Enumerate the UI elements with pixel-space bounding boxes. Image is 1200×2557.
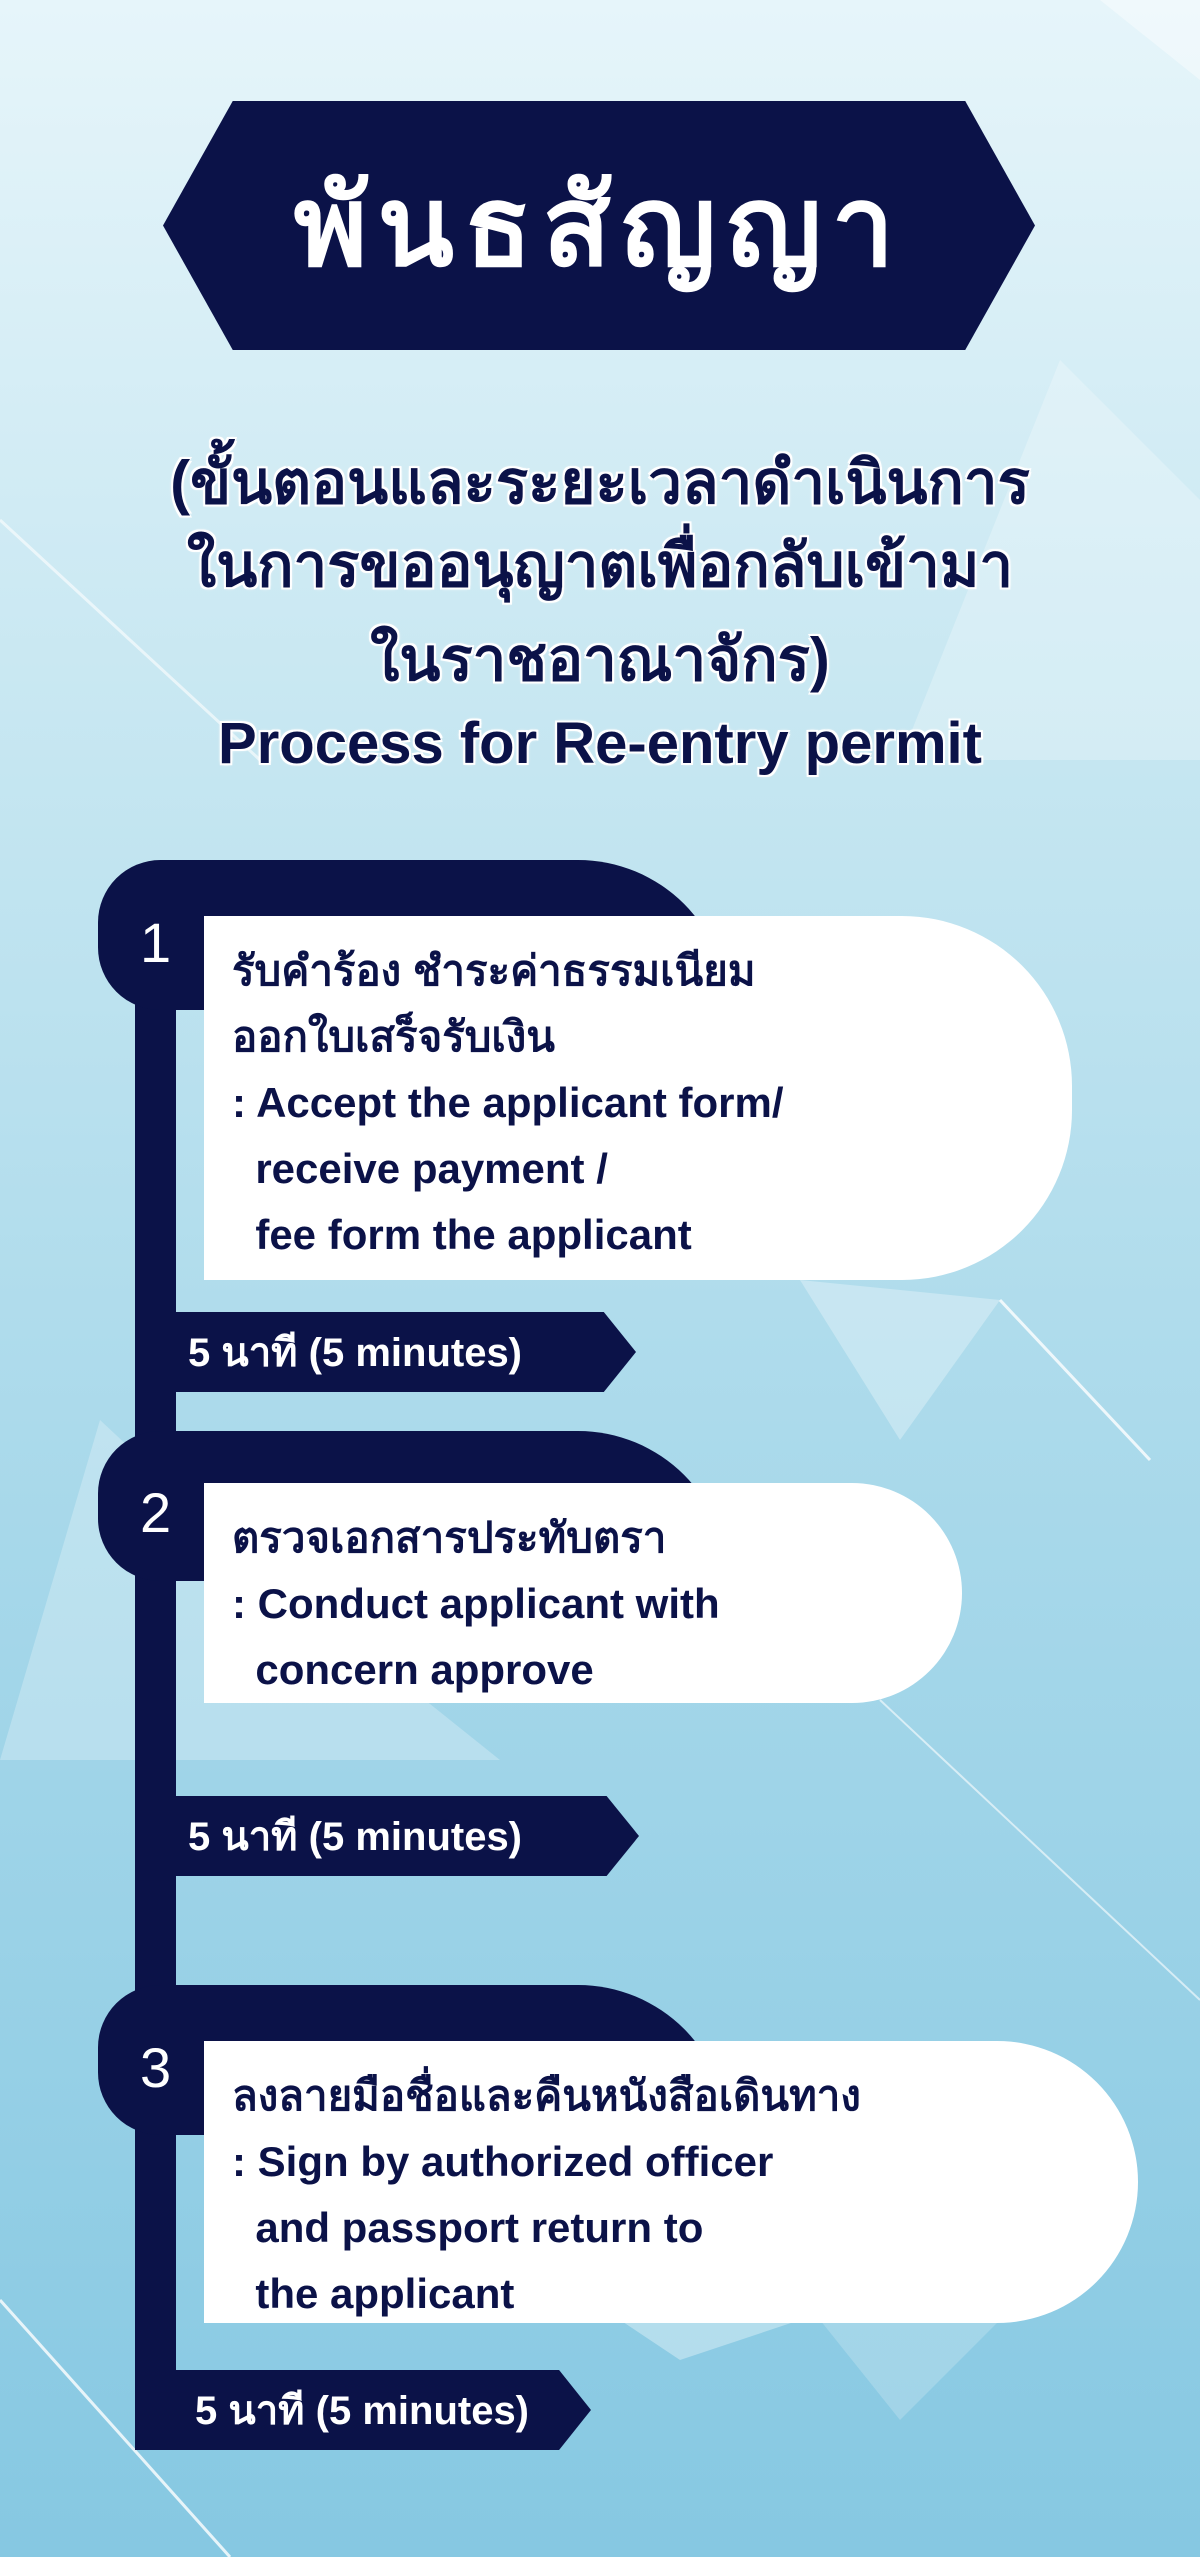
step-1-line: ออกใบเสร็จรับเงิน — [232, 1013, 555, 1060]
step-1-line: : Accept the applicant form/ — [232, 1079, 784, 1126]
title-banner: พันธสัญญา — [163, 101, 1035, 350]
subtitle-line: ในราชอาณาจักร) — [370, 626, 830, 693]
step-3-line: : Sign by authorized officer — [232, 2138, 774, 2185]
step-3-line: the applicant — [232, 2270, 515, 2317]
page-title: พันธสัญญา — [293, 163, 905, 289]
step-1-line: receive payment / — [232, 1145, 608, 1192]
subtitle-line: (ขั้นตอนและระยะเวลาดำเนินการ — [170, 449, 1030, 516]
step-2-duration: 5 นาที (5 minutes) — [176, 1796, 639, 1876]
step-3-line: ลงลายมือชื่อและคืนหนังสือเดินทาง — [232, 2072, 861, 2119]
step-3-card: ลงลายมือชื่อและคืนหนังสือเดินทาง : Sign … — [204, 2041, 1138, 2323]
timeline-bar — [135, 960, 176, 2445]
step-1-line: fee form the applicant — [232, 1211, 692, 1258]
subtitle-line: ในการขออนุญาตเพื่อกลับเข้ามา — [186, 532, 1014, 599]
step-3-number: 3 — [140, 2036, 172, 2099]
step-2-card: ตรวจเอกสารประทับตรา : Conduct applicant … — [204, 1483, 962, 1703]
step-3-duration: 5 นาที (5 minutes) — [135, 2370, 591, 2450]
step-1-card: รับคำร้อง ชำระค่าธรรมเนียม ออกใบเสร็จรับ… — [204, 916, 1072, 1280]
subtitle-english: Process for Re-entry permit — [218, 711, 982, 776]
step-2-line: concern approve — [232, 1646, 594, 1693]
step-2-line: : Conduct applicant with — [232, 1580, 720, 1627]
step-1-number: 1 — [140, 911, 172, 974]
step-1-line: รับคำร้อง ชำระค่าธรรมเนียม — [232, 947, 756, 994]
step-2-number: 2 — [140, 1481, 172, 1544]
step-3-line: and passport return to — [232, 2204, 704, 2251]
step-1-duration: 5 นาที (5 minutes) — [176, 1312, 636, 1392]
step-2-line: ตรวจเอกสารประทับตรา — [232, 1514, 667, 1561]
